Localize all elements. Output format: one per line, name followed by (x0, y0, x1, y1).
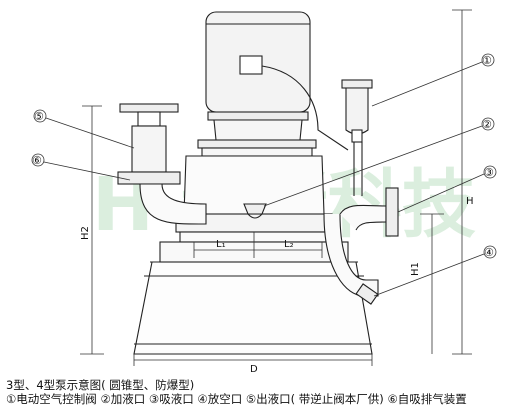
pump-body-upper (175, 139, 333, 243)
callout-2: ② (482, 118, 492, 131)
drain-port (355, 283, 379, 305)
diagram-title: 3型、4型泵示意图( 圆锥型、防爆型) (6, 378, 195, 392)
dim-label-d: D (250, 364, 258, 375)
dimension-lines (80, 9, 472, 366)
callout-3: ③ (484, 166, 494, 179)
dim-label-h2: H2 (80, 226, 91, 240)
dim-label-h1: H1 (410, 262, 421, 276)
suction-pipe (323, 187, 399, 297)
dim-label-h: H (466, 196, 474, 207)
air-control-valve (341, 79, 373, 196)
dim-label-l2: L₂ (284, 239, 294, 250)
callout-5: ⑤ (34, 110, 44, 123)
fill-port (243, 203, 267, 219)
callout-6: ⑥ (32, 154, 42, 167)
dim-label-l1: L₁ (216, 239, 226, 250)
outlet-assembly (117, 103, 207, 225)
callout-4: ④ (484, 246, 494, 259)
leader-lines (43, 61, 485, 297)
motor (205, 11, 349, 151)
callout-1: ① (482, 54, 492, 67)
diagram-legend: ①电动空气控制阀 ②加液口 ③吸液口 ④放空口 ⑤出液口( 带逆止阀本厂供) ⑥… (6, 392, 467, 406)
